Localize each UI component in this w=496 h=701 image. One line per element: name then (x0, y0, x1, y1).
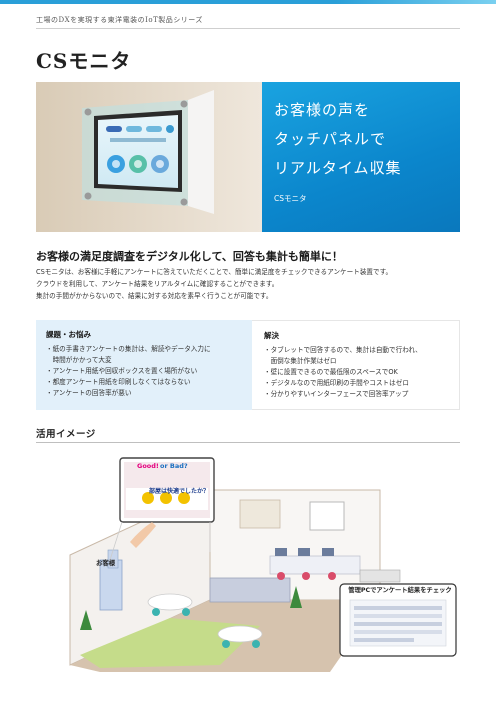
hero-line-1: お客様の声を (274, 101, 371, 119)
usage-illustration (60, 450, 460, 675)
guest-label: お客様 (96, 559, 116, 567)
tablet-title-good: Good! (137, 462, 159, 470)
hero-banner: お客様の声を タッチパネルで リアルタイム収集 CSモニタ (262, 82, 460, 232)
problem-item: ・都度アンケート用紙を印刷しなくてはならない (46, 378, 191, 386)
problem-item: ・紙の手書きアンケートの集計は、解読やデータ入力に (46, 345, 211, 353)
problem-item: ・アンケートの回答率が悪い (46, 389, 132, 397)
intro-line: CSモニタは、お客様に手軽にアンケートに答えていただくことで、簡単に満足度をチェ… (36, 268, 393, 276)
header-divider (36, 28, 460, 29)
solution-item: 面倒な集計作業はゼロ (264, 357, 337, 365)
solution-item: ・デジタルなので用紙印刷の手間やコストはゼロ (264, 379, 409, 387)
tablet-title-bad: or Bad? (160, 462, 188, 470)
hero-product-name: CSモニタ (274, 194, 307, 203)
tablet-question: 部屋は快適でしたか？ (149, 488, 210, 495)
usage-heading: 活用イメージ (36, 429, 96, 440)
solution-title: 解決 (264, 331, 279, 340)
hero-line-2: タッチパネルで (274, 130, 387, 148)
solution-box: 解決 ・タブレットで回答するので、集計は自動で行われ、 面倒な集計作業はゼロ ・… (252, 320, 460, 410)
lead-heading: お客様の満足度調査をデジタル化して、回答も集計も簡単に！ (36, 250, 343, 263)
problem-box: 課題・お悩み ・紙の手書きアンケートの集計は、解読やデータ入力に 時間がかかって… (36, 320, 280, 410)
series-label: 工場のDXを実現する東洋電装のIoT製品シリーズ (36, 16, 203, 24)
page-title: CSモニタ (36, 49, 132, 73)
intro-text: CSモニタは、お客様に手軽にアンケートに答えていただくことで、簡単に満足度をチェ… (36, 266, 466, 302)
solution-item: ・タブレットで回答するので、集計は自動で行われ、 (264, 346, 422, 354)
laptop-caption: 管理PCでアンケート結果をチェック (348, 587, 452, 594)
intro-line: 集計の手間がかからないので、結果に対する対応を素早く行うことが可能です。 (36, 292, 273, 300)
intro-line: クラウドを利用して、アンケート結果をリアルタイムに確認することができます。 (36, 280, 279, 288)
solution-item: ・分かりやすいインターフェースで回答率アップ (264, 390, 409, 398)
hero-product-photo (36, 82, 262, 232)
problem-item: 時間がかかって大変 (46, 356, 112, 364)
solution-item: ・壁に設置できるので最低限のスペースでOK (264, 368, 398, 376)
problem-title: 課題・お悩み (46, 330, 91, 339)
hero-line-3: リアルタイム収集 (274, 159, 402, 177)
problem-item: ・アンケート用紙や回収ボックスを置く場所がない (46, 367, 198, 375)
usage-divider (36, 442, 460, 443)
top-accent-bar (0, 0, 496, 4)
